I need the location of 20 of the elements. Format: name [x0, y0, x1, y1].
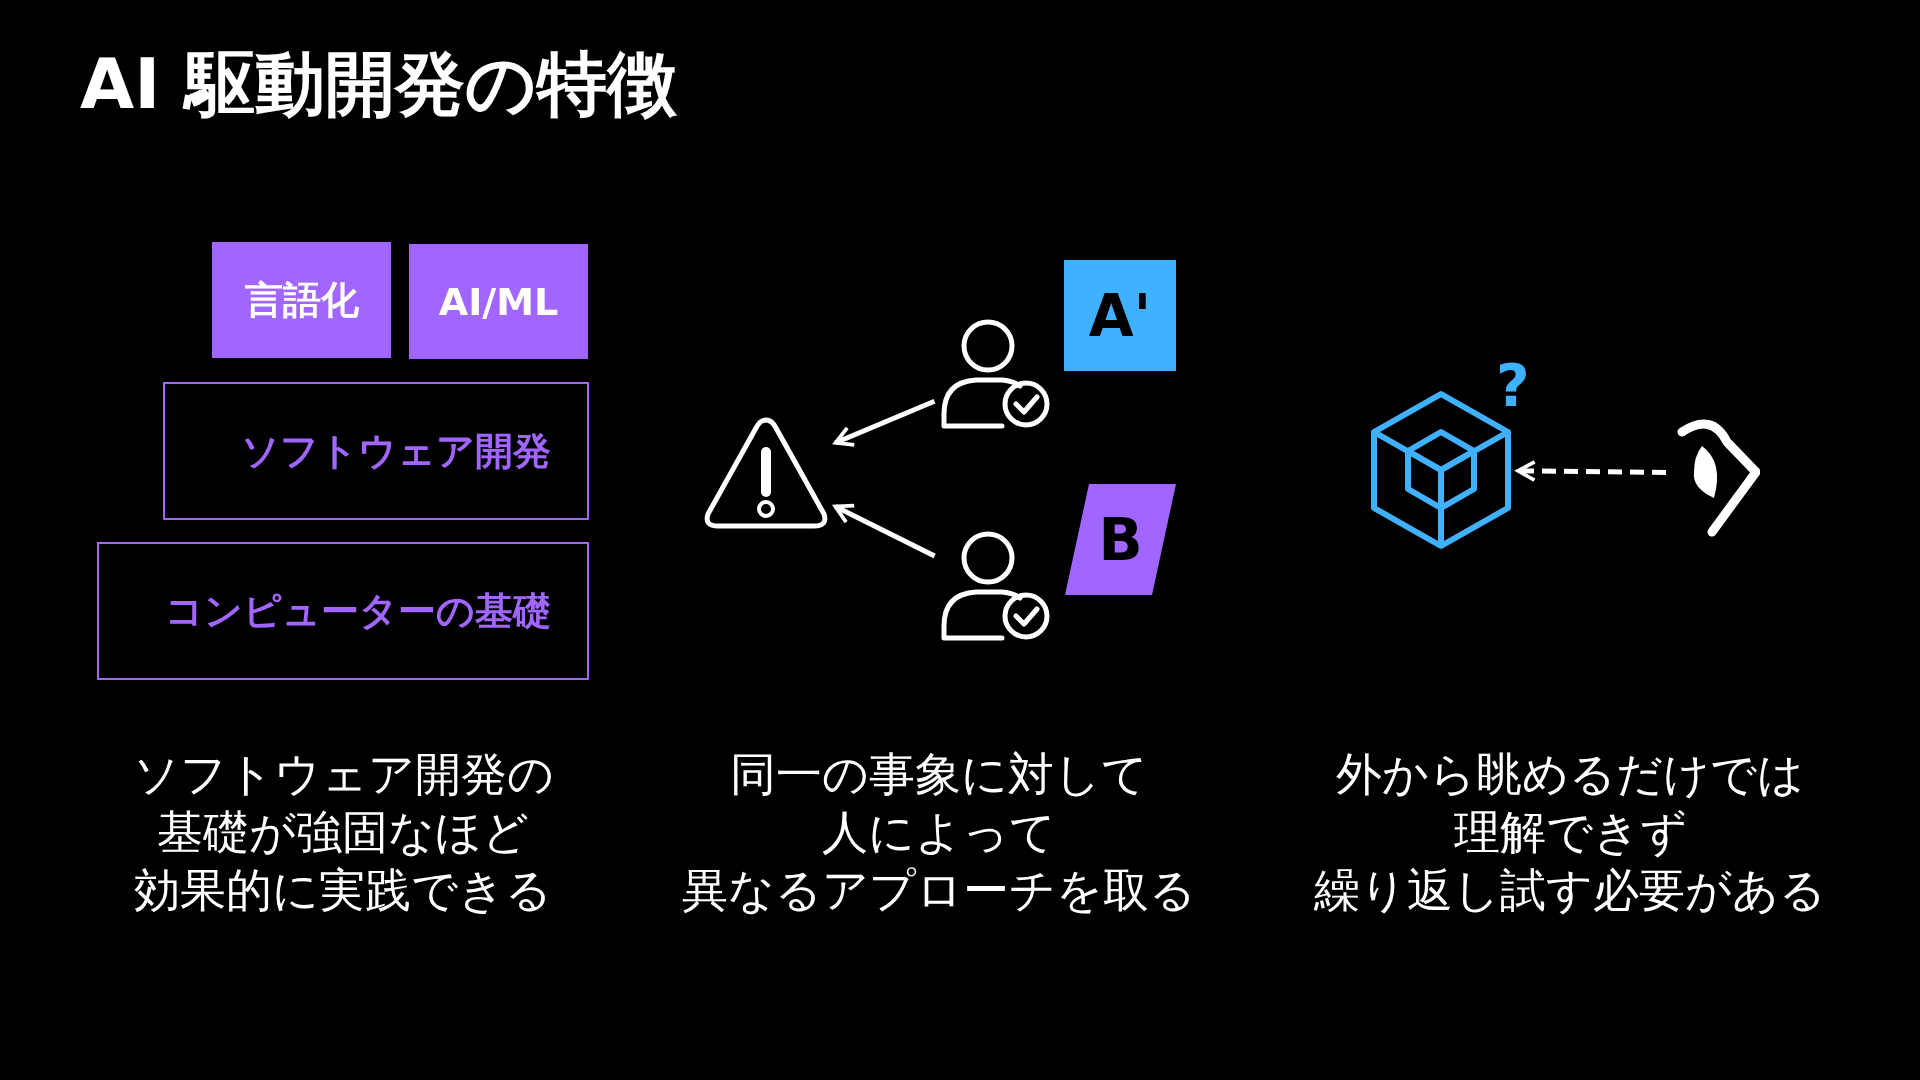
box-label: AI/ML: [438, 279, 559, 324]
column-caption: 同一の事象に対して人によって異なるアプローチを取る: [682, 746, 1196, 919]
tag-box: [212, 242, 391, 358]
arrow: [833, 398, 936, 447]
slide-title: AI 駆動開発の特徴: [80, 42, 677, 127]
box-label: 言語化: [244, 276, 359, 324]
arrow: [833, 503, 936, 559]
question-mark: ?: [1496, 351, 1530, 422]
layer-box: [163, 382, 589, 520]
box-label: A': [1088, 281, 1152, 350]
column-caption: 外から眺めるだけでは理解できず繰り返し試す必要がある: [1314, 746, 1826, 919]
arrow: [1516, 460, 1667, 482]
box-label: コンピューターの基礎: [165, 587, 551, 635]
layer-box: [97, 542, 589, 680]
box-label: B: [1098, 505, 1143, 574]
tag-box: [409, 244, 588, 359]
variant-box: [1064, 260, 1176, 371]
box-label: ソフトウェア開発: [241, 427, 551, 475]
variant-parallelogram: [1065, 484, 1176, 595]
column-caption: ソフトウェア開発の基礎が強固なほど効果的に実践できる: [132, 746, 554, 919]
